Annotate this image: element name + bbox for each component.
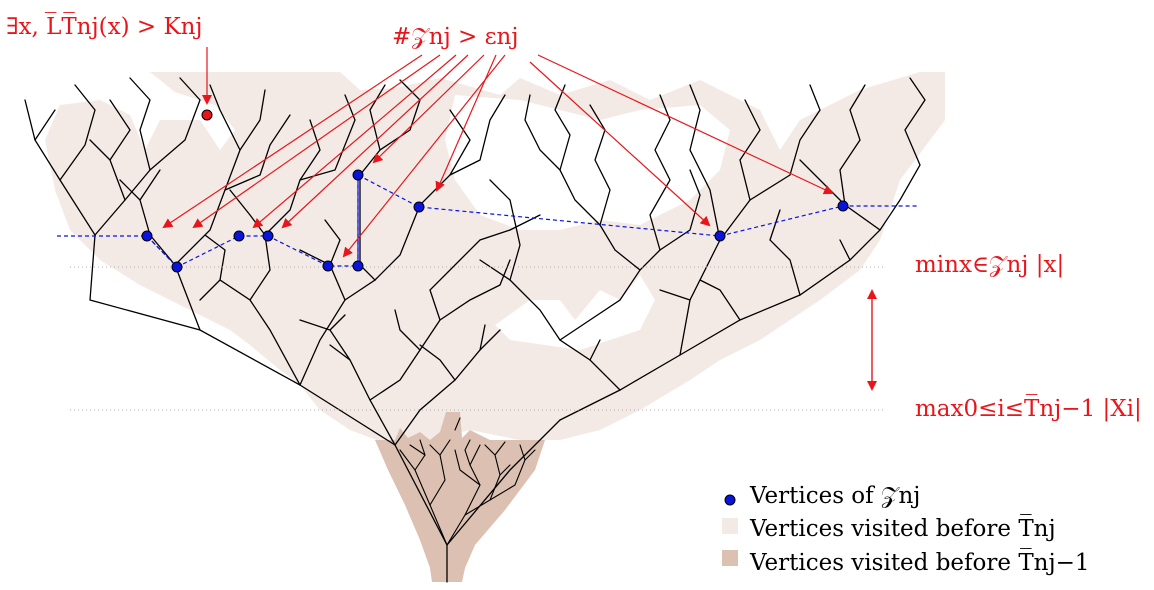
z-vertex (141, 230, 153, 242)
z-vertex (352, 260, 364, 272)
legend-visited-before-t-prev-text: Vertices visited before T̅nj−1 (749, 549, 1090, 576)
legend-z-vertices-text: Vertices of 𝒵nj (749, 483, 920, 509)
max-label: max0≤i≤T̅nj−1 |Xi| (915, 395, 1142, 422)
z-vertex (233, 230, 245, 242)
z-vertex (171, 261, 183, 273)
legend-visited-before-t-text: Vertices visited before T̅nj (749, 515, 1056, 542)
z-vertex (413, 201, 425, 213)
light-visited-region-right-notch (495, 275, 655, 350)
dark-visited-region (375, 412, 545, 582)
z-vertex (262, 230, 274, 242)
z-vertices (141, 169, 849, 273)
dense-subtree (399, 417, 536, 546)
red-vertex (201, 109, 213, 121)
z-vertex-connector (146, 235, 178, 268)
z-vertex (322, 260, 334, 272)
legend-light-swatch (722, 518, 738, 534)
min-label: minx∈𝒵nj |x| (915, 252, 1064, 278)
light-visited-region-top-gap (445, 95, 730, 230)
legend-dark-swatch (722, 550, 738, 566)
legend-z-vertex-marker (724, 494, 736, 506)
z-vertex (714, 230, 726, 242)
legend: Vertices of 𝒵nj Vertices visited before … (722, 483, 1090, 576)
exists-label: ∃x, L̅T̅nj(x) > Knj (6, 13, 203, 40)
count-label: #𝒵nj > εnj (392, 24, 518, 50)
z-vertex (352, 169, 364, 181)
z-vertex (837, 200, 849, 212)
count-arrows (162, 54, 834, 258)
